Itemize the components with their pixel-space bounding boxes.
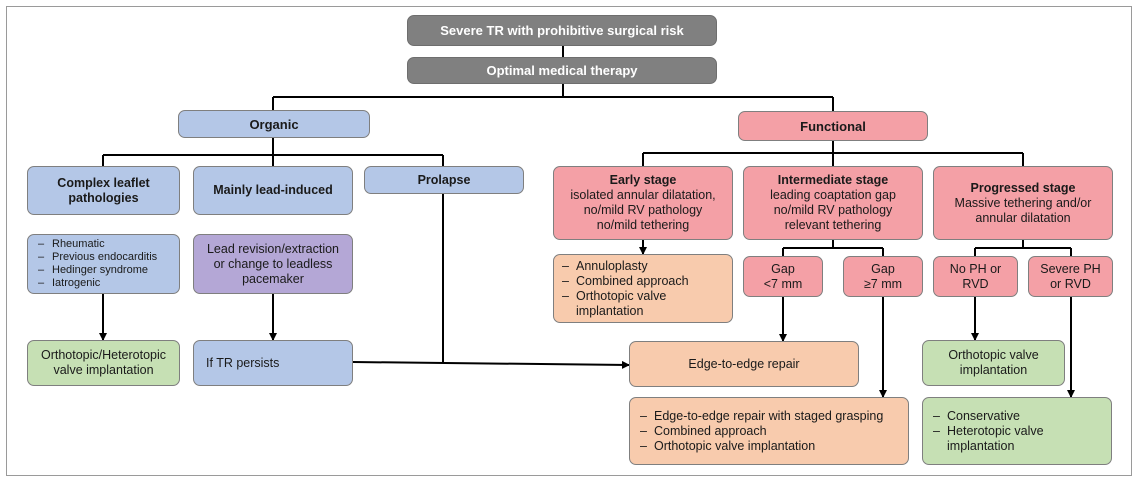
lead-induced-label: Mainly lead-induced: [213, 183, 333, 197]
prolapse-label: Prolapse: [417, 172, 471, 187]
intermediate-stage-box: Intermediate stage leading coaptation ga…: [743, 166, 923, 240]
staged-item: Combined approach: [638, 424, 900, 439]
severe-ph-line1: Severe PH: [1040, 261, 1101, 276]
early-stage-box: Early stage isolated annular dilatation,…: [553, 166, 733, 240]
progressed-stage-title: Progressed stage: [970, 180, 1076, 195]
cause-item: Previous endocarditis: [36, 251, 171, 264]
gap-small-line2: <7 mm: [763, 276, 803, 291]
intermediate-stage-line: no/mild RV pathology: [773, 203, 893, 217]
early-stage-line: no/mild RV pathology: [583, 203, 703, 217]
gap-small-line1: Gap: [771, 261, 795, 276]
early-treatment-item: Combined approach: [560, 274, 724, 289]
progressed-ortho-box: Orthotopic valve implantation: [922, 340, 1065, 386]
edge-to-edge-label: Edge-to-edge repair: [688, 356, 800, 371]
early-stage-title: Early stage: [609, 173, 677, 187]
lead-revision-line1: Lead revision/extraction: [206, 241, 340, 256]
intermediate-stage-line: relevant tethering: [784, 218, 882, 232]
early-stage-line: isolated annular dilatation,: [570, 188, 716, 202]
cause-item: Iatrogenic: [36, 277, 171, 290]
prolapse-box: Prolapse: [364, 166, 524, 194]
progressed-stage-line: annular dilatation: [975, 210, 1071, 225]
lead-revision-line2: or change to leadless: [213, 256, 333, 271]
progressed-stage-box: Progressed stage Massive tethering and/o…: [933, 166, 1113, 240]
no-ph-line1: No PH or: [949, 261, 1002, 276]
organic-label: Organic: [249, 116, 299, 132]
early-treatment-item: Orthotopic valve implantation: [560, 289, 724, 319]
gap-large-line2: ≥7 mm: [863, 276, 903, 291]
early-treatment-box: Annuloplasty Combined approach Orthotopi…: [553, 254, 733, 323]
gap-large-box: Gap ≥7 mm: [843, 256, 923, 297]
intermediate-stage-title: Intermediate stage: [777, 173, 889, 187]
progressed-ortho-line1: Orthotopic valve: [948, 348, 1039, 362]
complex-leaflet-line2: pathologies: [68, 190, 139, 205]
lead-revision-line3: pacemaker: [242, 271, 304, 286]
optimal-medical-therapy-box: Optimal medical therapy: [407, 57, 717, 84]
severe-ph-box: Severe PH or RVD: [1028, 256, 1113, 297]
intermediate-stage-line: leading coaptation gap: [770, 188, 896, 202]
early-stage-line: no/mild tethering: [596, 218, 690, 232]
cause-item: Rheumatic: [36, 238, 171, 251]
ortho-hetero-box: Orthotopic/Heterotopic valve implantatio…: [27, 340, 180, 386]
severe-tr-box: Severe TR with prohibitive surgical risk: [407, 15, 717, 46]
staged-item: Orthotopic valve implantation: [638, 439, 900, 454]
complex-leaflet-line1: Complex leaflet: [57, 175, 150, 190]
severe-ph-line2: or RVD: [1050, 276, 1091, 291]
complex-leaflet-box: Complex leaflet pathologies: [27, 166, 180, 215]
progressed-ortho-line2: implantation: [959, 363, 1028, 377]
severe-tr-label: Severe TR with prohibitive surgical risk: [440, 23, 684, 38]
no-ph-box: No PH or RVD: [933, 256, 1018, 297]
lead-revision-box: Lead revision/extraction or change to le…: [193, 234, 353, 294]
progressed-stage-line: Massive tethering and/or: [954, 195, 1092, 210]
conservative-item: Conservative: [931, 409, 1103, 424]
gap-small-box: Gap <7 mm: [743, 256, 823, 297]
conservative-item: Heterotopic valve implantation: [931, 424, 1103, 454]
early-treatment-item: Annuloplasty: [560, 259, 724, 274]
edge-to-edge-box: Edge-to-edge repair: [629, 341, 859, 387]
no-ph-line2: RVD: [962, 276, 989, 291]
ortho-hetero-line1: Orthotopic/Heterotopic: [40, 348, 167, 362]
complex-causes-box: Rheumatic Previous endocarditis Hedinger…: [27, 234, 180, 294]
organic-box: Organic: [178, 110, 370, 138]
lead-induced-box: Mainly lead-induced: [193, 166, 353, 215]
figure-frame: [6, 6, 1132, 476]
staged-grasping-box: Edge-to-edge repair with staged grasping…: [629, 397, 909, 465]
cause-item: Hedinger syndrome: [36, 264, 171, 277]
functional-box: Functional: [738, 111, 928, 141]
conservative-box: Conservative Heterotopic valve implantat…: [922, 397, 1112, 465]
staged-item: Edge-to-edge repair with staged grasping: [638, 409, 900, 424]
tr-persists-box: If TR persists: [193, 340, 353, 386]
tr-persists-label: If TR persists: [206, 355, 280, 370]
optimal-medical-therapy-label: Optimal medical therapy: [486, 63, 638, 78]
ortho-hetero-line2: valve implantation: [53, 363, 154, 377]
gap-large-line1: Gap: [871, 261, 895, 276]
functional-label: Functional: [800, 118, 866, 134]
